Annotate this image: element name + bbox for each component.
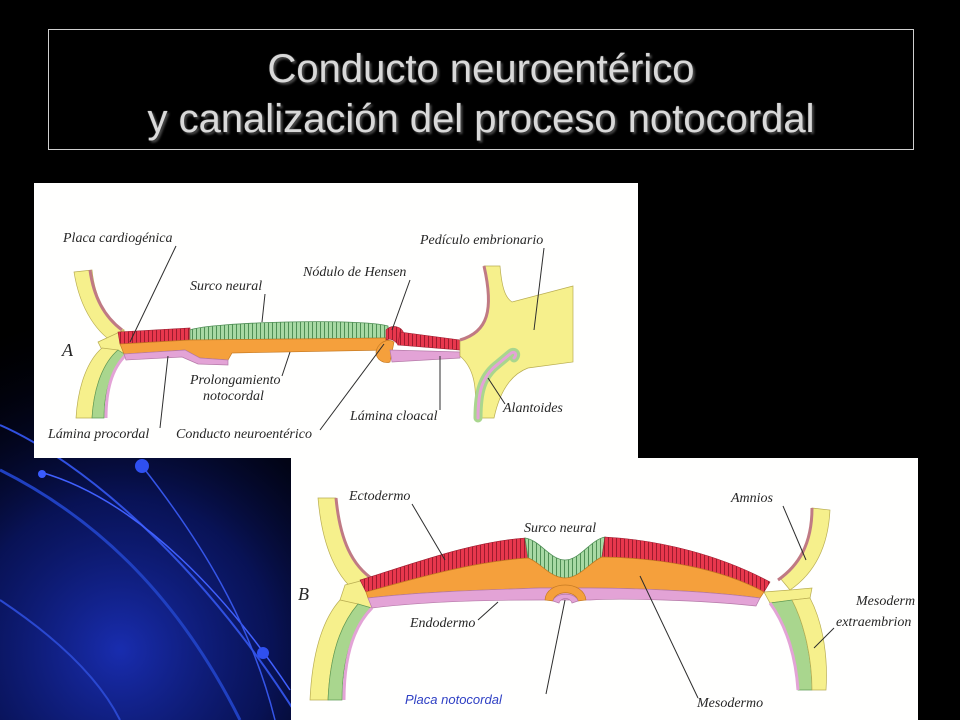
allantois-lining <box>476 350 518 420</box>
swirl-line <box>141 465 276 720</box>
label-pediculo-embrionario: Pedículo embrionario <box>419 233 543 248</box>
amnion-line-left <box>88 269 123 332</box>
leader-mesoderm-extra <box>813 627 835 649</box>
leader-amnios <box>782 505 807 561</box>
label-mesoderm-extra-1: Mesoderm <box>855 594 915 609</box>
slide-title-line-2: y canalización del proceso notocordal <box>147 97 815 141</box>
label-mesoderm-extra-2: extraembrion <box>836 615 911 630</box>
leader-surco-neural-a <box>261 293 266 323</box>
swirl-dot <box>257 647 269 659</box>
diagram-b: Ectodermo Surco neural Amnios B Mesoderm… <box>298 489 915 711</box>
label-mesodermo: Mesodermo <box>696 696 763 711</box>
amnion-line-right <box>459 265 491 342</box>
label-lamina-cloacal: Lámina cloacal <box>349 409 438 424</box>
label-prolongamiento-1: Prolongamiento <box>189 373 280 388</box>
label-nodulo-hensen: Nódulo de Hensen <box>302 265 406 280</box>
leader-mesodermo <box>639 575 699 699</box>
notochordal-plate <box>544 584 587 602</box>
leader-placa-cardiogenica <box>129 245 177 343</box>
leader-conducto <box>319 343 385 431</box>
label-placa-notocordal: Placa notocordal <box>405 692 503 707</box>
swirl-dot <box>38 470 46 478</box>
yolk-sac-left-lining <box>104 353 128 419</box>
leader-lamina-procordal <box>159 355 169 429</box>
diagram-a: Placa cardiogénica Surco neural Nódulo d… <box>47 231 574 442</box>
slide-title-line-1: Conducto neuroentérico <box>267 47 695 91</box>
yolk-sac-b-right-outer <box>791 597 827 691</box>
leader-nodulo-hensen <box>391 279 411 331</box>
label-placa-cardiogenica: Placa cardiogénica <box>62 231 173 246</box>
neural-plate <box>189 321 389 341</box>
label-ectodermo: Ectodermo <box>348 489 410 504</box>
swirl-dot <box>135 459 149 473</box>
endoderm-left <box>123 349 229 366</box>
leader-ectodermo <box>411 503 446 561</box>
label-surco-neural-b: Surco neural <box>524 521 596 536</box>
label-endodermo: Endodermo <box>409 616 475 631</box>
swirl-line <box>0 599 121 720</box>
diagram-b-letter: B <box>298 584 309 604</box>
label-conducto-neuroenterico: Conducto neuroentérico <box>176 427 312 442</box>
slide-title-box: Conducto neuroentérico y canalización de… <box>48 29 914 150</box>
diagram-a-letter: A <box>61 340 74 360</box>
label-prolongamiento-2: notocordal <box>203 389 264 404</box>
endoderm-right <box>389 349 461 363</box>
leader-prolongamiento <box>281 351 291 377</box>
label-surco-neural-a: Surco neural <box>190 279 262 294</box>
amnion-line-b-left <box>334 497 375 582</box>
yolk-sac-b-right-lining <box>768 602 800 691</box>
leader-alantoides <box>487 377 506 405</box>
notochordal-plate-lining <box>552 593 579 604</box>
label-alantoides: Alantoides <box>502 401 563 416</box>
label-lamina-procordal: Lámina procordal <box>47 427 149 442</box>
swirl-line <box>0 468 242 720</box>
label-amnios: Amnios <box>730 491 774 506</box>
yolk-sac-b-left-lining <box>342 606 374 701</box>
leader-placa-notocordal <box>545 599 566 695</box>
leader-endodermo <box>477 601 499 621</box>
leader-pediculo <box>533 247 545 331</box>
